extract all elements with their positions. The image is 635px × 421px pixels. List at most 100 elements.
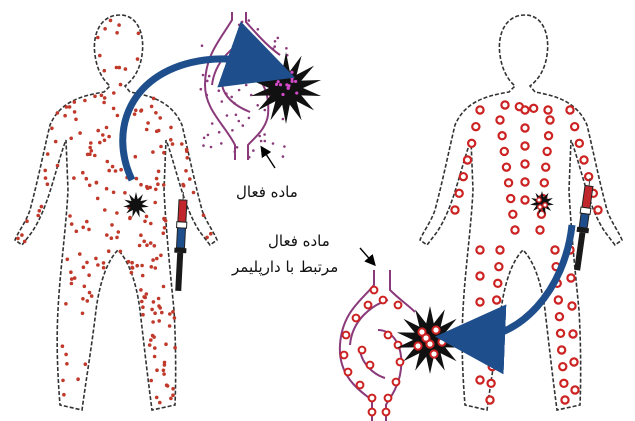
drug-dot [162,151,166,155]
drug-dot [140,300,144,304]
vessel-dot [260,140,263,143]
vessel-dot [203,137,206,140]
drug-dot [162,231,166,235]
dendrimer-ring [492,313,499,320]
dendrimer-ring [380,297,387,304]
drug-dot [130,266,134,270]
drug-dot [72,176,76,180]
drug-dot [171,393,175,397]
drug-dot [149,241,153,245]
dendrimer-ring [476,324,483,331]
drug-dot [155,177,159,181]
drug-dot [155,257,159,261]
drug-dot [98,54,102,58]
drug-dot [162,285,166,289]
drug-dot [101,133,105,137]
drug-dot [139,183,143,187]
drug-dot [151,150,155,154]
drug-dot [73,110,77,114]
drug-dot [291,80,294,83]
drug-dot [141,313,145,317]
drug-dot [134,109,138,113]
vessel-dot [238,24,241,27]
drug-dot [159,145,163,149]
dendrimer-ring [422,334,429,341]
drug-dot [134,155,138,159]
drug-dot [84,362,88,366]
drug-dot [143,220,147,224]
drug-dot [171,310,175,314]
vessel-dot [220,142,223,145]
drug-dot [157,319,161,323]
vessel-dot [258,135,261,138]
vessel-dot [207,134,210,137]
dendrimer-ring [503,164,510,171]
dendrimer-ring [557,330,564,337]
drug-dot [96,263,100,267]
dendrimer-ring [371,287,378,294]
dendrimer-ring [476,376,483,383]
dendrimer-ring [476,298,483,305]
vessel-dot [236,146,239,149]
dendrimer-ring [555,296,562,303]
dendrimer-ring [488,380,495,387]
dendrimer-ring [468,140,475,147]
vessel-dot [200,88,203,91]
drug-dot [107,135,111,139]
drug-dot [107,169,111,173]
vessel-dot [272,142,275,145]
drug-dot [20,233,24,237]
drug-dot [89,141,93,145]
drug-dot [23,240,27,244]
dendrimer-ring [430,350,437,357]
drug-dot [202,214,206,218]
drug-dot [294,80,297,83]
drug-dot [159,254,163,258]
dendrimer-ring [543,203,547,207]
drug-dot [149,222,153,226]
drug-dot [141,305,145,309]
vessel-dot [241,48,244,51]
drug-dot [154,266,158,270]
drug-dot [145,215,149,219]
vessel-dot [283,145,286,148]
dendrimer-ring [359,347,366,354]
drug-dot [205,236,209,240]
dendrimer-ring [369,395,376,402]
drug-dot [145,185,149,189]
drug-dot [142,295,146,299]
drug-dot [168,312,172,316]
active-substance-label: ماده فعال [236,183,298,201]
drug-dot [88,291,92,295]
drug-dot [158,401,162,405]
dendrimer-ring [494,280,501,287]
dendrimer-ring [476,350,483,357]
vessel-dot [202,144,205,147]
drug-dot [149,379,153,383]
vessel-dot [263,133,266,136]
drug-dot [185,149,189,153]
active-substance-pointer [262,148,275,168]
drug-dot [127,260,131,264]
dendrimer-ring [353,315,360,322]
drug-dot [151,320,155,324]
drug-dot [38,209,42,213]
drug-dot [68,105,72,109]
drug-dot [135,177,139,181]
dendrimer-ring [456,190,463,197]
drug-dot [154,188,158,192]
drug-dot [162,369,166,373]
drug-dot [291,77,294,80]
dendrimer-ring [464,156,471,163]
vessel-dot [242,124,245,127]
drug-dot [63,114,67,118]
vessel-dot [228,63,231,66]
dendrimer-ring [580,156,587,163]
drug-dot [192,191,196,195]
drug-dot [56,164,60,168]
drug-dot [115,31,119,35]
drug-dot [87,273,91,277]
dendrimer-ring [521,142,528,149]
left-syringe-icon [172,192,189,291]
